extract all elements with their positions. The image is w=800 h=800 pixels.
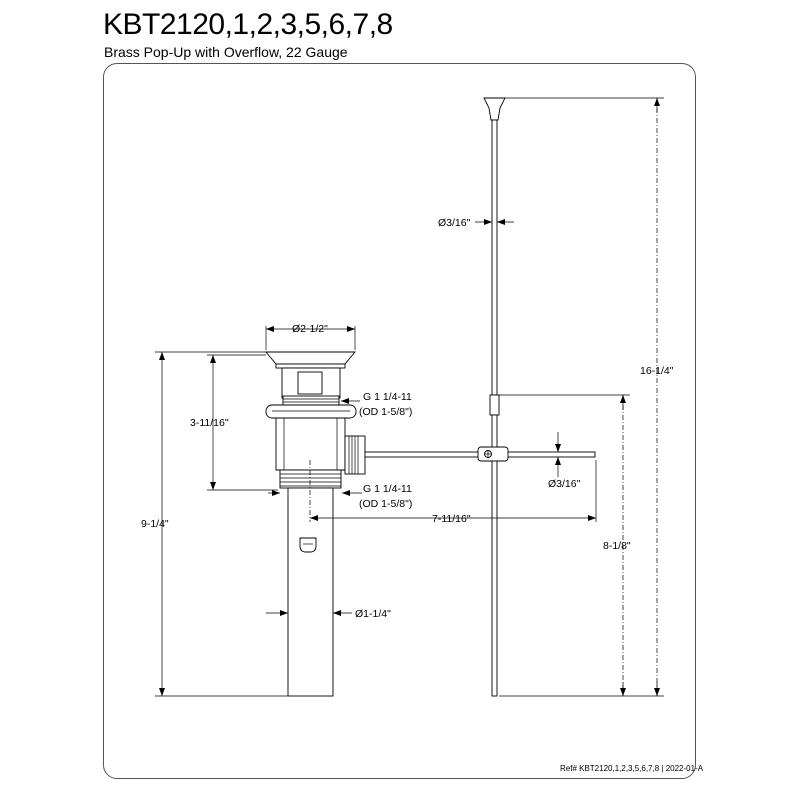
dim-height-8-1-8: 8-1/8": [499, 394, 631, 697]
drain-housing: [275, 417, 346, 471]
dim-label: 9-1/4": [141, 518, 169, 530]
dim-label: 16-1/4": [640, 365, 674, 377]
flange-lip: [275, 363, 346, 369]
page-subtitle: Brass Pop-Up with Overflow, 22 Gauge: [104, 44, 348, 60]
drain-flange: [265, 351, 356, 365]
dim-lower-thread: G 1 1/4-11 (OD 1-5/8"): [268, 483, 412, 510]
dim-height-9-1-4: 9-1/4": [141, 351, 288, 697]
lower-threads: [279, 469, 342, 489]
dim-rod-diameter-side: Ø3/16": [548, 432, 581, 490]
pivot-rod: [364, 446, 596, 462]
dim-length-7-11-16: 7-11/16": [309, 460, 597, 525]
clevis-clip: [477, 446, 509, 462]
dim-flange-diameter: Ø2-1/2": [265, 323, 356, 350]
dim-label: Ø2-1/2": [292, 323, 328, 335]
upper-threads: [282, 395, 340, 406]
dim-height-3-11-16: 3-11/16": [190, 354, 278, 491]
rod-coupler: [489, 394, 500, 416]
dim-label: (OD 1-5/8"): [359, 498, 412, 510]
lift-rod-knob: [483, 97, 506, 121]
dim-label: Ø1-1/4": [355, 608, 391, 620]
lift-rod-upper: [491, 119, 498, 396]
dim-label: 3-11/16": [190, 417, 229, 429]
lift-rod: [483, 97, 506, 697]
dim-label: G 1 1/4-11: [363, 483, 412, 495]
drawing-frame: [103, 63, 696, 779]
dim-label: 7-11/16": [432, 513, 471, 525]
pivot-nut-threads: [348, 436, 359, 474]
tailpiece: [287, 487, 334, 697]
dim-label: Ø3/16": [548, 478, 581, 490]
dim-height-16-1-4: 16-1/4": [505, 97, 674, 697]
page-title: KBT2120,1,2,3,5,6,7,8: [103, 8, 393, 41]
locking-nut: [265, 404, 357, 419]
dim-rod-diameter-top: Ø3/16": [438, 217, 514, 229]
dim-label: Ø3/16": [438, 217, 471, 229]
certification-mark-icon: [299, 537, 317, 553]
dim-tailpiece-diameter: Ø1-1/4": [266, 608, 391, 620]
dim-label: G 1 1/4-11: [363, 391, 412, 403]
reference-number: Ref# KBT2120,1,2,3,5,6,7,8 | 2022-01-A: [560, 764, 704, 773]
dim-label: 8-1/8": [603, 540, 631, 552]
dim-label: (OD 1-5/8"): [359, 406, 412, 418]
stopper-slot: [297, 371, 323, 395]
dim-upper-thread: G 1 1/4-11 (OD 1-5/8"): [341, 391, 412, 418]
lift-rod-lower: [491, 460, 498, 697]
lift-rod-mid: [491, 414, 498, 448]
drain-body: [265, 351, 366, 697]
